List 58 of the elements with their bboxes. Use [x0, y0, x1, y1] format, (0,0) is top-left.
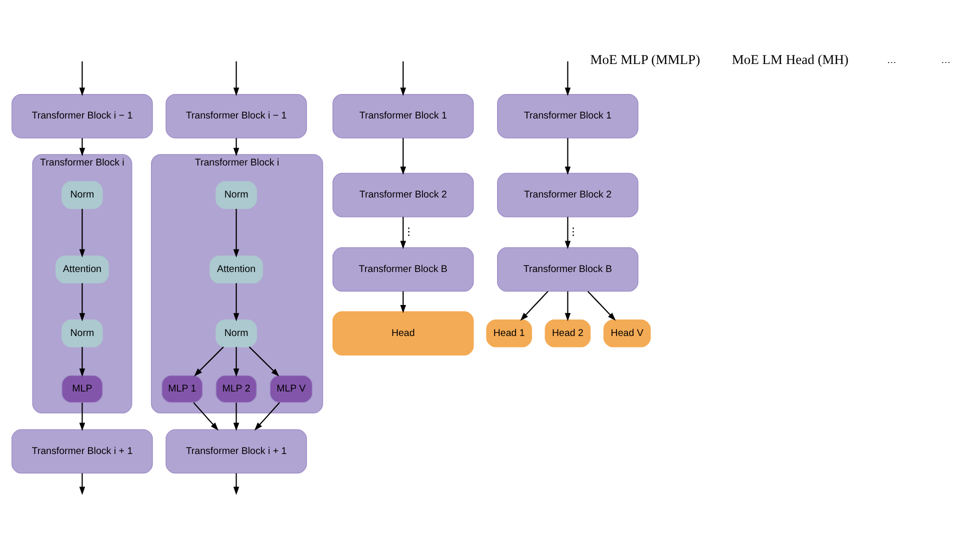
node-box: MLP	[62, 375, 103, 403]
label: MoE MLP (MMLP)	[590, 52, 700, 67]
edge-label: ⋮	[568, 226, 579, 238]
node-box: Transformer Block 1	[497, 94, 638, 138]
arrow	[233, 138, 240, 156]
arrow	[79, 61, 86, 96]
arrow	[79, 138, 86, 156]
node-box: Head 2	[544, 319, 591, 348]
node-box: Head 1	[486, 319, 532, 348]
node-box: Norm	[216, 181, 257, 209]
arrow	[233, 208, 240, 258]
label: MoE LM Head (MH)	[732, 52, 849, 67]
arrow	[233, 346, 240, 377]
arrow	[564, 291, 571, 322]
arrow	[400, 291, 406, 314]
edge-label: ⋮	[403, 226, 414, 238]
arrow	[400, 216, 406, 250]
arrow	[520, 290, 548, 321]
arrow	[564, 216, 571, 250]
node-box: Transformer Block i − 1	[166, 94, 307, 138]
arrow	[233, 473, 240, 496]
arrow	[254, 402, 280, 431]
node-box: Attention	[56, 256, 109, 284]
arrow	[400, 138, 406, 175]
label: …	[886, 55, 897, 66]
arrow	[233, 61, 240, 96]
node-box: Transformer Block B	[332, 247, 474, 292]
node-box: Transformer Block i − 1	[12, 94, 153, 138]
arrow	[79, 473, 86, 496]
arrow	[79, 346, 86, 377]
arrow	[587, 290, 616, 321]
node-box: MLP V	[270, 375, 313, 403]
node-box: Transformer Block 2	[332, 172, 474, 218]
arrow	[564, 138, 571, 175]
node-box: MLP 1	[162, 375, 203, 403]
node-box: MLP 2	[216, 375, 257, 403]
arrow	[248, 346, 280, 376]
node-box: Norm	[62, 181, 103, 209]
node-box: Head	[332, 311, 474, 356]
node-box: Transformer Block 1	[332, 94, 474, 138]
arrow	[193, 402, 218, 431]
arrow	[194, 346, 224, 376]
arrow	[233, 402, 240, 432]
node-box: Head V	[603, 319, 651, 348]
node-box: Norm	[216, 319, 257, 348]
arrow	[400, 61, 406, 96]
node-box: Attention	[210, 256, 263, 284]
arrow	[564, 61, 571, 96]
node-box: Transformer Block B	[497, 247, 638, 292]
node-box: Norm	[62, 319, 103, 348]
node-box: Transformer Block i + 1	[12, 429, 153, 474]
arrow	[79, 208, 86, 258]
node-box: Transformer Block i + 1	[166, 429, 307, 474]
arrow	[233, 283, 240, 322]
arrow	[79, 402, 86, 432]
arrow	[79, 283, 86, 322]
label: …	[940, 55, 951, 66]
node-box: Transformer Block 2	[497, 172, 638, 218]
